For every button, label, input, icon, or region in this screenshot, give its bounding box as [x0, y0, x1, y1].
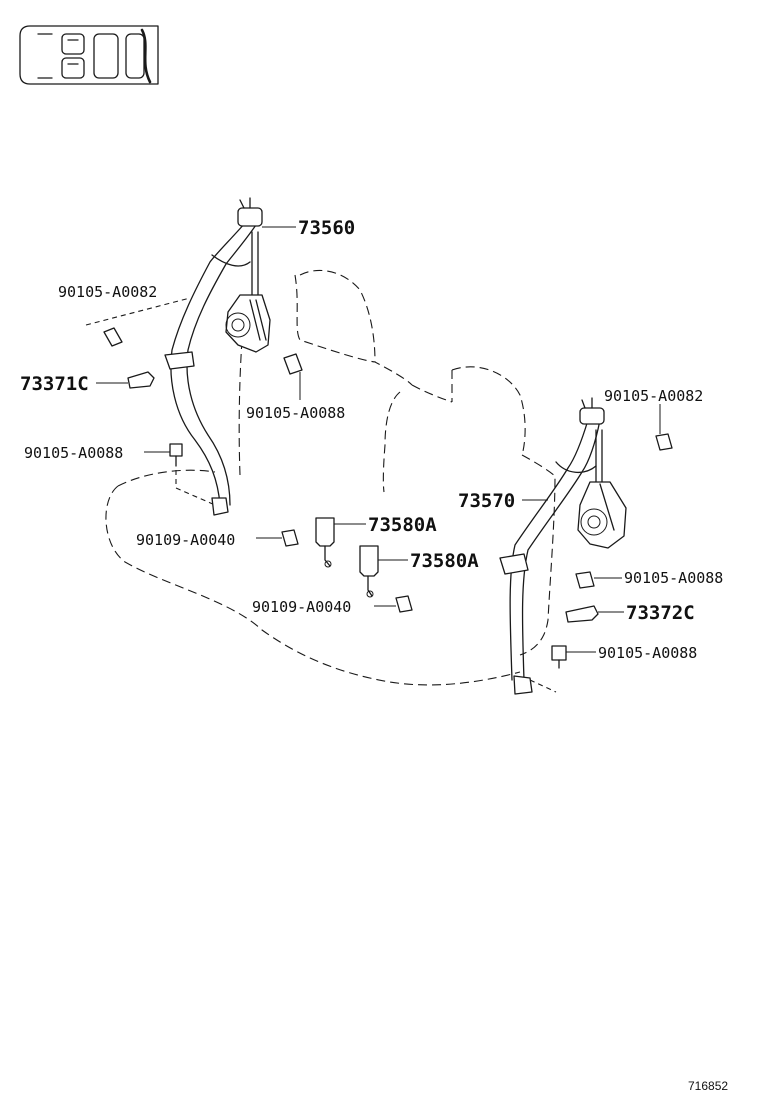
- cover-73372c: [565, 605, 599, 623]
- callout-73580a-lower: 73580A: [410, 550, 479, 572]
- callout-90109-a0040-upper: 90109-A0040: [136, 531, 235, 549]
- callout-90109-a0040-lower: 90109-A0040: [252, 598, 351, 616]
- callout-73371c: 73371C: [20, 373, 89, 395]
- left-seat-belt-assembly: [164, 197, 271, 516]
- rear-seat-outline: [85, 269, 557, 693]
- right-seat-belt-assembly: [499, 397, 627, 695]
- callout-90105-a0088-right-upper: 90105-A0088: [624, 569, 723, 587]
- callout-73372c: 73372C: [626, 602, 695, 624]
- buckle-upper: [315, 517, 335, 568]
- callout-90105-a0088-center: 90105-A0088: [246, 404, 345, 422]
- callout-90105-a0082-right: 90105-A0082: [604, 387, 703, 405]
- buckle-lower: [359, 545, 379, 598]
- figure-number: 716852: [688, 1079, 728, 1093]
- cover-73371c: [127, 371, 155, 389]
- callout-90105-a0082-left: 90105-A0082: [58, 283, 157, 301]
- callout-73560: 73560: [298, 217, 355, 239]
- callout-73570: 73570: [458, 490, 515, 512]
- bolt-icon: [103, 327, 673, 669]
- leader-lines: [96, 226, 661, 653]
- callout-73580a-upper: 73580A: [368, 514, 437, 536]
- callout-90105-a0088-left: 90105-A0088: [24, 444, 123, 462]
- vehicle-locator-icon: [19, 25, 159, 85]
- callout-90105-a0088-right-lower: 90105-A0088: [598, 644, 697, 662]
